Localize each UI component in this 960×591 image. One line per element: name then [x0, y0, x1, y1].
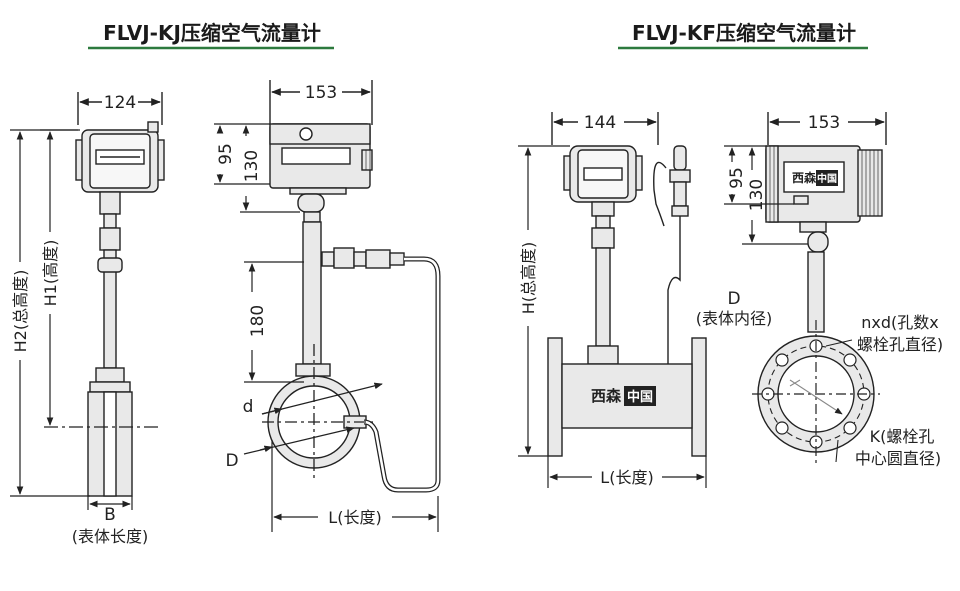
kf-front-length-label: L(长度)	[600, 468, 653, 487]
kj-front-b-desc: (表体长度)	[72, 527, 149, 546]
kj-side-d-large: D	[225, 451, 238, 471]
kj-side-d-small: d	[243, 397, 254, 417]
kj-front-b-dim	[87, 496, 133, 510]
kf-front-brand-box-text: 中国	[627, 389, 653, 405]
kf-side-nxd-line2: 螺栓孔直径)	[857, 335, 943, 354]
kf-side-view	[757, 112, 887, 453]
kj-front-b-dim-label: B	[104, 505, 116, 525]
kf-side-brand-box-text: 中国	[817, 172, 837, 185]
kj-side-dim-130: 130	[242, 150, 262, 182]
kf-front-length-dim	[547, 456, 707, 488]
kj-side-cable	[363, 256, 441, 493]
kj-side-length-label: L(长度)	[328, 508, 381, 527]
kf-side-leaders	[789, 339, 853, 463]
kf-front-cable-down	[667, 216, 681, 364]
kj-front-h2-dim	[10, 129, 90, 497]
kf-front-h-dim	[518, 145, 570, 457]
kj-side-dim-180: 180	[248, 305, 268, 337]
kf-front-brand: 西森	[591, 387, 622, 405]
kf-front-view	[547, 112, 707, 457]
kj-front-width-dim: 124	[104, 93, 136, 113]
title-kj: FLVJ-KJ压缩空气流量计	[103, 21, 321, 45]
kf-side-brand-box	[816, 170, 838, 186]
kf-side-vertical-dims	[724, 145, 808, 245]
kj-side-length-dim	[271, 440, 439, 532]
kf-side-nxd-line1: nxd(孔数x	[861, 313, 938, 332]
kf-side-width-dim: 153	[808, 113, 840, 133]
kj-front-view	[75, 92, 165, 497]
kj-side-view	[267, 80, 405, 469]
kf-side-dim-130: 130	[747, 179, 767, 211]
kj-front-h1-dim	[40, 129, 78, 426]
kj-side-centerlines	[262, 344, 374, 478]
title-kf: FLVJ-KF压缩空气流量计	[632, 21, 856, 45]
kf-front-d-label: D	[727, 289, 740, 309]
kf-front-width-dim: 144	[584, 113, 616, 133]
kf-side-k-line1: K(螺栓孔	[870, 427, 935, 446]
kj-front-h2-label: H2(总高度)	[11, 270, 30, 353]
kj-front-h1-label: H1(高度)	[41, 240, 60, 307]
kf-front-d-desc: (表体内径)	[696, 309, 773, 328]
kj-side-diameter-leaders	[243, 382, 383, 455]
kf-side-k-line2: 中心圆直径)	[855, 449, 941, 468]
kf-front-brand-box	[624, 386, 656, 406]
kj-side-width-dim: 153	[305, 83, 337, 103]
kj-side-dim-95: 95	[216, 143, 236, 165]
kf-side-dim-95: 95	[727, 167, 747, 189]
kf-side-centerlines	[752, 320, 880, 464]
kj-side-vertical-dims	[214, 123, 304, 383]
kf-front-cable	[653, 161, 667, 227]
kf-side-brand: 西森	[792, 170, 817, 185]
kf-front-h-label: H(总高度)	[519, 242, 538, 315]
